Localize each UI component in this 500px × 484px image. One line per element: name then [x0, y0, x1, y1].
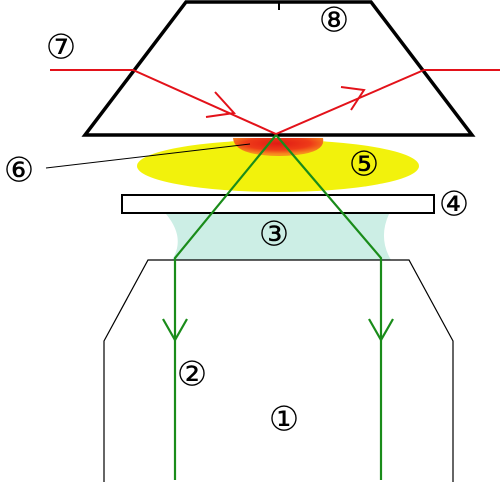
label-incident-beam: ⑦	[46, 28, 76, 68]
label-sample: ⑤	[349, 145, 379, 185]
red-beam-arrow-out	[340, 86, 366, 111]
red-beam-arrow-in	[205, 91, 237, 118]
prism	[81, 0, 476, 137]
cover-glass	[121, 194, 435, 214]
green-arrow-left	[162, 318, 188, 343]
green-beam-right	[275, 134, 383, 480]
objective-body	[103, 259, 454, 482]
green-beam-left	[173, 134, 277, 480]
sample-ellipse	[137, 140, 419, 192]
green-arrow-right	[368, 318, 394, 343]
field-leader-line	[45, 143, 251, 169]
label-excitation-light: ②	[177, 355, 207, 395]
immersion-oil	[166, 214, 391, 260]
label-objective: ①	[269, 400, 299, 440]
label-immersion-oil: ③	[259, 215, 289, 255]
label-prism: ⑧	[319, 1, 349, 41]
red-beam	[50, 69, 500, 136]
evanescent-field	[233, 138, 324, 156]
label-cover-glass: ④	[439, 185, 469, 225]
label-evanescent-field: ⑥	[4, 151, 34, 191]
